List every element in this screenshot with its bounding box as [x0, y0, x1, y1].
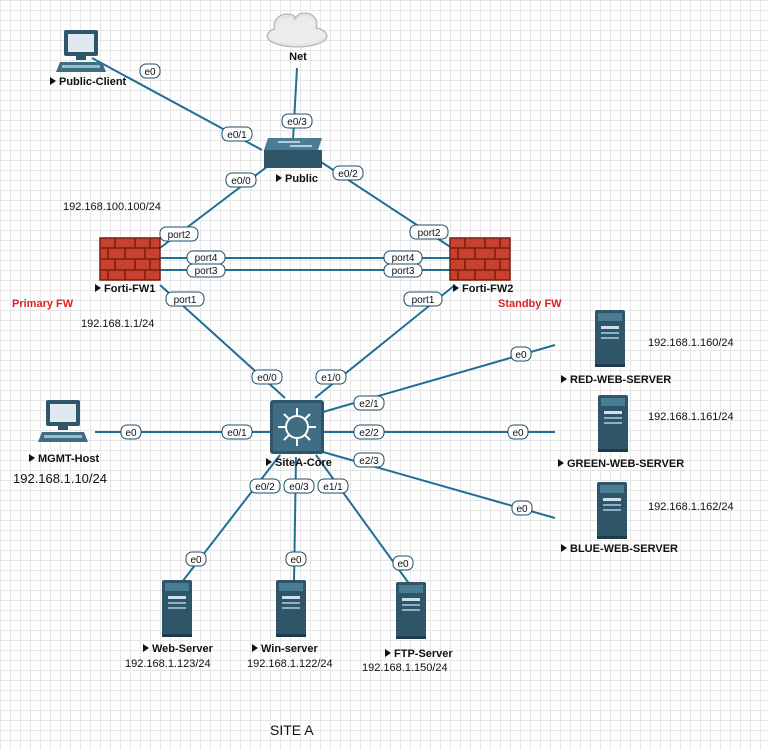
- iface-red-e0: e0: [515, 350, 527, 361]
- iface-core-e2-3: e2/3: [359, 456, 379, 467]
- switch-icon[interactable]: [264, 138, 322, 168]
- red-server-ip: 192.168.1.160/24: [648, 337, 734, 349]
- iface-core-e0-0: e0/0: [257, 373, 277, 384]
- iface-core-e0-1: e0/1: [227, 428, 247, 439]
- iface-blue-e0: e0: [516, 504, 528, 515]
- iface-core-e2-1: e2/1: [359, 399, 379, 410]
- link-net-public: [292, 67, 298, 141]
- mgmt-host-ip: 192.168.1.10/24: [13, 471, 107, 486]
- web-server-ip: 192.168.1.123/24: [125, 658, 211, 670]
- forti-fw2-label: Forti-FW2: [462, 283, 513, 295]
- red-web-server-label: RED-WEB-SERVER: [570, 374, 671, 386]
- iface-fw2-port1: port1: [412, 295, 435, 306]
- interface-tags: e0 e0/1 e0/3 e0/0 e0/2 port2 port2 port4…: [120, 63, 533, 571]
- iface-core-e1-1: e1/1: [323, 482, 343, 493]
- pc-icon[interactable]: [56, 30, 106, 72]
- iface-fw2-port4: port4: [392, 253, 415, 264]
- iface-fw2-port2: port2: [418, 228, 441, 239]
- iface-core-e0-2: e0/2: [255, 482, 275, 493]
- server-icon[interactable]: [396, 582, 426, 639]
- server-icon[interactable]: [276, 580, 306, 637]
- blue-server-ip: 192.168.1.162/24: [648, 501, 734, 513]
- server-icon[interactable]: [162, 580, 192, 637]
- public-client-label: Public-Client: [59, 76, 127, 88]
- iface-core-e2-2: e2/2: [359, 428, 379, 439]
- iface-core-e1-0: e1/0: [321, 373, 341, 384]
- forti-fw1-label: Forti-FW1: [104, 283, 155, 295]
- iface-fw1-port4: port4: [195, 253, 218, 264]
- net-label: Net: [289, 51, 307, 63]
- win-server-label: Win-server: [261, 643, 318, 655]
- site-title: SITE A: [270, 722, 314, 738]
- public-switch-label: Public: [285, 173, 318, 185]
- blue-web-server-label: BLUE-WEB-SERVER: [570, 543, 678, 555]
- iface-client-e0: e0: [144, 67, 156, 78]
- iface-win-e0: e0: [290, 555, 302, 566]
- web-server-label: Web-Server: [152, 643, 214, 655]
- green-server-ip: 192.168.1.161/24: [648, 411, 734, 423]
- server-icon[interactable]: [598, 395, 628, 452]
- green-web-server-label: GREEN-WEB-SERVER: [567, 458, 684, 470]
- iface-green-e0: e0: [512, 428, 524, 439]
- fw1-public-ip: 192.168.100.100/24: [63, 201, 161, 213]
- iface-fw1-port3: port3: [195, 266, 218, 277]
- win-server-ip: 192.168.1.122/24: [247, 658, 333, 670]
- ftp-server-ip: 192.168.1.150/24: [362, 662, 448, 674]
- iface-web-e0: e0: [190, 555, 202, 566]
- iface-mgmt-e0: e0: [125, 428, 137, 439]
- core-switch-icon[interactable]: [270, 400, 324, 454]
- primary-fw-label: Primary FW: [12, 298, 74, 310]
- iface-fw2-port3: port3: [392, 266, 415, 277]
- firewall-icon[interactable]: [449, 237, 511, 281]
- iface-public-e0-3: e0/3: [287, 117, 307, 128]
- server-icon[interactable]: [597, 482, 627, 539]
- iface-fw1-port1: port1: [174, 295, 197, 306]
- iface-public-e0-0: e0/0: [231, 176, 251, 187]
- pc-icon[interactable]: [38, 400, 88, 442]
- iface-public-e0-1: e0/1: [227, 130, 247, 141]
- iface-core-e0-3: e0/3: [289, 482, 309, 493]
- mgmt-host-label: MGMT-Host: [38, 453, 99, 465]
- sitea-core-label: SiteA-Core: [275, 457, 332, 469]
- firewall-icon[interactable]: [99, 237, 161, 281]
- iface-public-e0-2: e0/2: [338, 169, 358, 180]
- cloud-icon[interactable]: [266, 12, 328, 48]
- fw1-inside-ip: 192.168.1.1/24: [81, 318, 154, 330]
- ftp-server-label: FTP-Server: [394, 648, 453, 660]
- links: [91, 57, 556, 586]
- server-icon[interactable]: [595, 310, 625, 367]
- standby-fw-label: Standby FW: [498, 298, 562, 310]
- iface-fw1-port2: port2: [168, 230, 191, 241]
- iface-ftp-e0: e0: [397, 559, 409, 570]
